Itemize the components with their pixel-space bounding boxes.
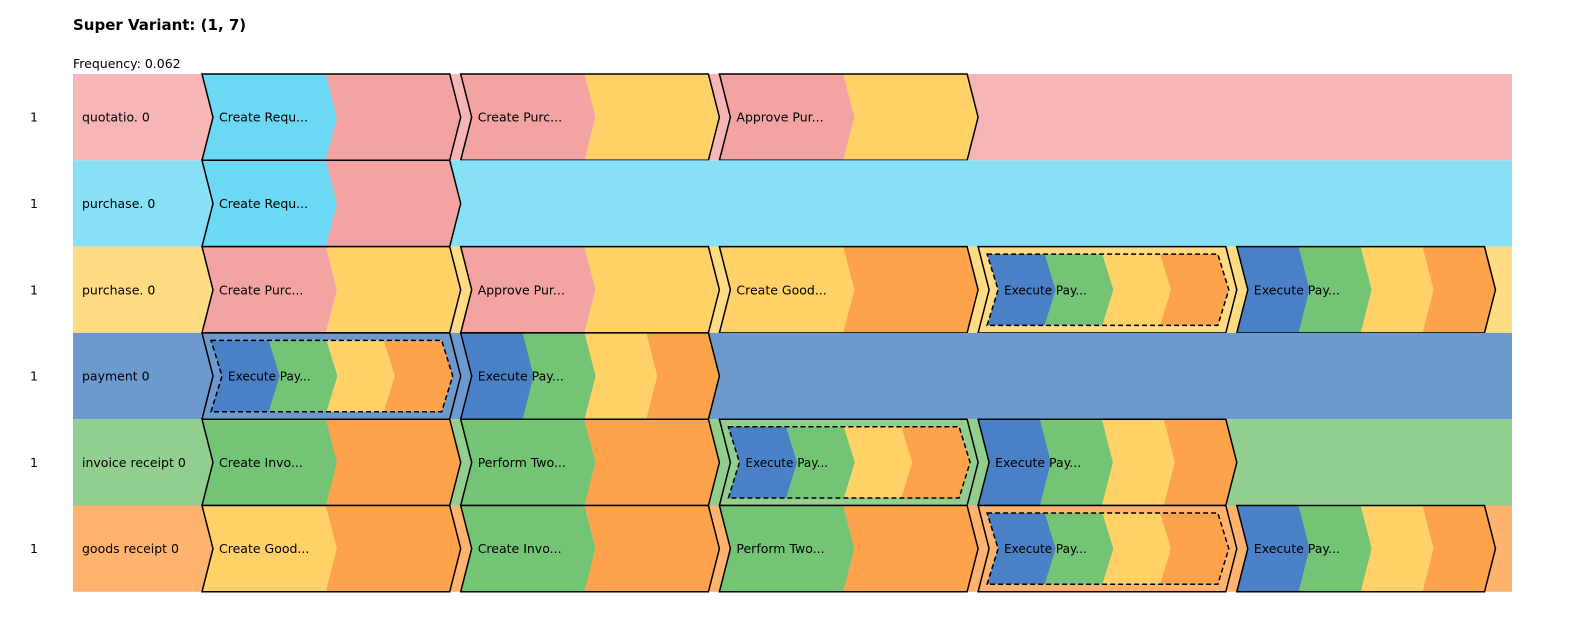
activity-chevron: Execute Pay...	[1235, 504, 1497, 593]
activity-chevron: Perform Two...	[718, 504, 979, 593]
optional-activity-chevron: Execute Pay...	[977, 245, 1238, 334]
row-count: 1	[30, 110, 38, 125]
activity-label: Approve Pur...	[736, 110, 823, 125]
activity-chevron: Create Good...	[201, 504, 462, 593]
optional-activity-chevron: Execute Pay...	[718, 418, 979, 507]
variant-row: 1 purchase. 0 Create Requ...	[30, 159, 1512, 248]
activity-label: Execute Pay...	[478, 369, 564, 384]
row-count: 1	[30, 196, 38, 211]
activity-label: Create Requ...	[219, 196, 308, 211]
activity-label: Create Invo...	[478, 541, 562, 556]
activity-label: Perform Two...	[736, 541, 824, 556]
activity-chevron: Approve Pur...	[718, 73, 979, 162]
activity-chevron: Perform Two...	[459, 418, 721, 507]
object-type-label: purchase. 0	[82, 196, 155, 211]
frequency-label: Frequency: 0.062	[73, 56, 181, 71]
object-type-label: invoice receipt 0	[82, 455, 186, 470]
activity-label: Execute Pay...	[1254, 282, 1340, 297]
activity-chevron: Create Purc...	[201, 245, 462, 334]
activity-label: Create Good...	[736, 282, 826, 297]
activity-label: Execute Pay...	[228, 370, 311, 384]
activity-label: Create Purc...	[478, 110, 562, 125]
activity-chevron: Create Invo...	[201, 418, 462, 507]
variant-row: 1 payment 0 Execute Pay... Execute Pay...	[30, 332, 1512, 420]
activity-label: Execute Pay...	[995, 455, 1081, 470]
activity-label: Perform Two...	[478, 455, 566, 470]
activity-chevron: Create Good...	[718, 245, 979, 334]
activity-label: Create Requ...	[219, 110, 308, 125]
row-count: 1	[30, 282, 38, 297]
activity-chevron: Approve Pur...	[459, 245, 721, 334]
object-type-label: quotatio. 0	[82, 110, 150, 125]
activity-chevron: Execute Pay...	[459, 332, 721, 420]
optional-activity-chevron: Execute Pay...	[977, 504, 1238, 593]
activity-label: Create Good...	[219, 541, 309, 556]
object-type-label: purchase. 0	[82, 282, 155, 297]
activity-chevron: Execute Pay...	[1235, 245, 1497, 334]
variant-row: 1 invoice receipt 0 Create Invo... Perform …	[30, 418, 1512, 507]
optional-activity-chevron: Execute Pay...	[201, 332, 462, 420]
activity-chevron: Execute Pay...	[977, 418, 1238, 507]
activity-chevron: Create Invo...	[459, 504, 721, 593]
activity-label: Execute Pay...	[1004, 283, 1087, 297]
activity-label: Create Purc...	[219, 282, 303, 297]
variant-row: 1 goods receipt 0 Create Good... Create Inv…	[30, 504, 1512, 593]
variant-row: 1 quotatio. 0 Create Requ... Create Purc...…	[30, 73, 1512, 162]
object-type-label: payment 0	[82, 369, 150, 384]
variant-row: 1 purchase. 0 Create Purc... Approve Pur...…	[30, 245, 1512, 334]
activity-label: Execute Pay...	[1004, 542, 1087, 556]
row-count: 1	[30, 541, 38, 556]
object-type-label: goods receipt 0	[82, 541, 179, 556]
activity-label: Execute Pay...	[1254, 541, 1340, 556]
activity-label: Create Invo...	[219, 455, 303, 470]
activity-chevron: Create Purc...	[459, 73, 721, 162]
activity-chevron: Create Requ...	[201, 159, 462, 248]
activity-chevron: Create Requ...	[201, 73, 462, 162]
activity-label: Execute Pay...	[745, 456, 828, 470]
row-count: 1	[30, 455, 38, 470]
row-count: 1	[30, 369, 38, 384]
activity-label: Approve Pur...	[478, 282, 565, 297]
diagram-title: Super Variant: (1, 7)	[73, 16, 247, 34]
